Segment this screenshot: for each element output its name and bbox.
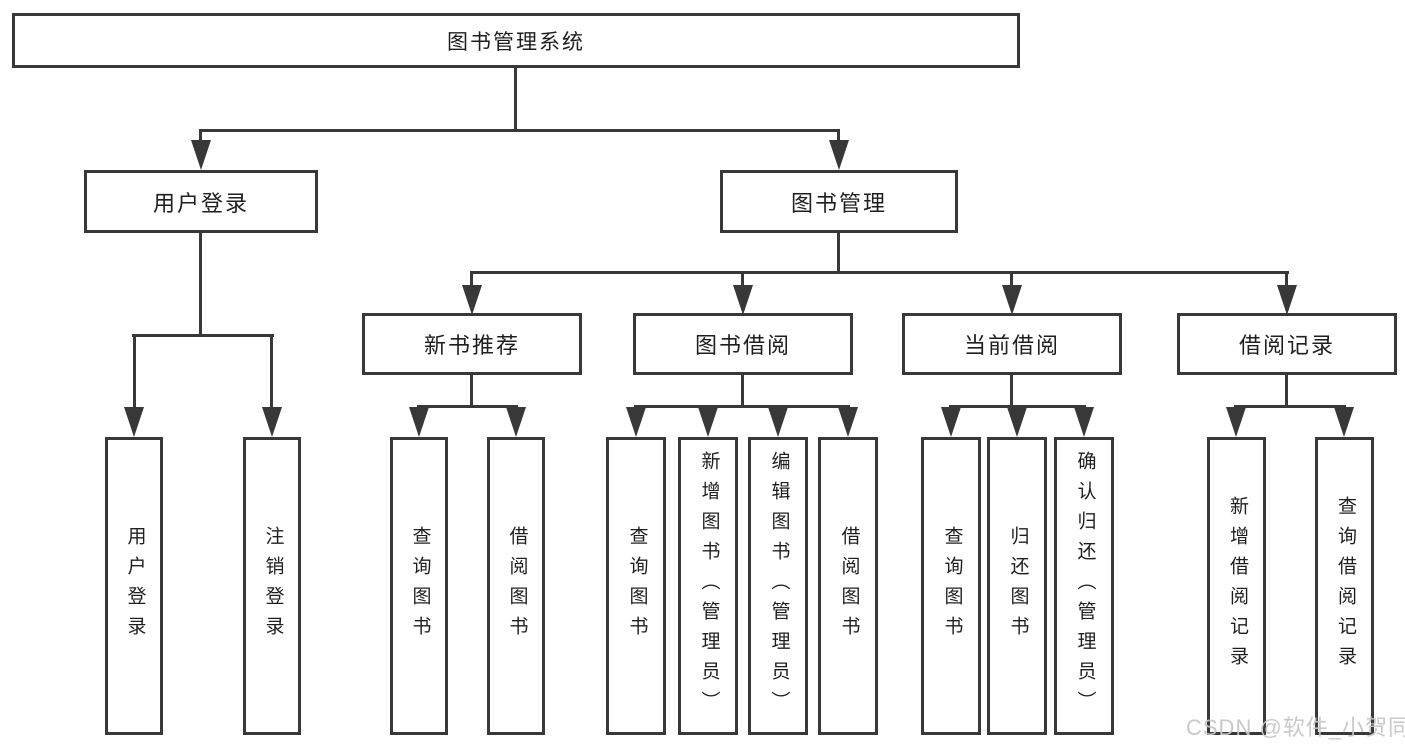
node-book-borrow: 图书借阅 [633, 313, 853, 375]
arrowhead-down [262, 407, 282, 437]
connector-stem [741, 375, 744, 408]
connector-stem [837, 233, 840, 274]
leaf-label: 新增借阅记录 [1226, 496, 1248, 676]
leaf-query-borrow-record: 查询借阅记录 [1315, 437, 1374, 735]
connector-drop [1010, 273, 1013, 288]
connector-bar [1234, 405, 1346, 408]
leaf-query-books-recommend: 查询图书 [390, 437, 448, 735]
leaf-return-books: 归还图书 [987, 437, 1047, 735]
arrowhead-down [1334, 407, 1354, 437]
node-book-management: 图书管理 [720, 170, 958, 233]
connector-stem [470, 375, 473, 408]
arrowhead-down [1007, 407, 1027, 437]
arrowhead-down [626, 407, 646, 437]
leaf-add-books-admin: 新增图书（管理员） [678, 437, 738, 735]
arrowhead-down [1074, 407, 1094, 437]
connector-drop [1285, 273, 1288, 288]
leaf-borrow-books: 借阅图书 [818, 437, 878, 735]
arrowhead-down [733, 285, 753, 315]
connector-bar [470, 271, 1289, 274]
leaf-label: 借阅图书 [838, 526, 860, 646]
node-label: 图书借阅 [694, 333, 791, 358]
node-root-library-system: 图书管理系统 [12, 13, 1020, 68]
node-borrow-records: 借阅记录 [1177, 313, 1397, 375]
arrowhead-down [698, 407, 718, 437]
leaf-label: 编辑图书（管理员） [768, 451, 790, 721]
leaf-confirm-return-admin: 确认归还（管理员） [1054, 437, 1114, 735]
arrowhead-down [829, 140, 849, 170]
leaf-label: 借阅图书 [506, 526, 528, 646]
leaf-label: 查询借阅记录 [1334, 496, 1356, 676]
connector-bar [132, 334, 274, 337]
node-label: 图书管理系统 [447, 30, 585, 54]
connector-drop [470, 273, 473, 288]
leaf-label: 查询图书 [941, 526, 963, 646]
connector-stem [514, 66, 517, 132]
node-user-login: 用户登录 [84, 170, 318, 233]
connector-stem [199, 233, 202, 337]
connector-bar [417, 405, 518, 408]
arrowhead-down [506, 407, 526, 437]
node-label: 用户登录 [152, 190, 249, 216]
leaf-add-borrow-record: 新增借阅记录 [1207, 437, 1266, 735]
arrowhead-down [941, 407, 961, 437]
leaf-user-login: 用户登录 [105, 437, 163, 735]
node-label: 借阅记录 [1238, 333, 1335, 358]
leaf-logout: 注销登录 [243, 437, 301, 735]
node-label: 图书管理 [790, 190, 887, 216]
leaf-edit-books-admin: 编辑图书（管理员） [748, 437, 808, 735]
leaf-label: 新增图书（管理员） [698, 451, 720, 721]
arrowhead-down [838, 407, 858, 437]
csdn-watermark: CSDN @软件_小贺同学 [1186, 715, 1405, 740]
connector-drop [199, 131, 202, 142]
connector-drop [270, 336, 273, 411]
node-label: 新书推荐 [423, 333, 520, 358]
arrowhead-down [768, 407, 788, 437]
connector-stem [1010, 375, 1013, 408]
leaf-label: 确认归还（管理员） [1074, 451, 1096, 721]
leaf-query-books-borrow: 查询图书 [606, 437, 666, 735]
leaf-borrow-books-recommend: 借阅图书 [487, 437, 545, 735]
arrowhead-down [124, 407, 144, 437]
node-new-book-recommend: 新书推荐 [362, 313, 582, 375]
node-current-borrow: 当前借阅 [902, 313, 1122, 375]
connector-drop [837, 131, 840, 142]
connector-drop [133, 336, 136, 411]
leaf-label: 归还图书 [1007, 526, 1029, 646]
arrowhead-down [462, 285, 482, 315]
leaf-label: 注销登录 [262, 526, 284, 646]
arrowhead-down [1226, 407, 1246, 437]
connector-bar [199, 129, 840, 132]
connector-bar [634, 405, 850, 408]
leaf-query-books-current: 查询图书 [921, 437, 981, 735]
leaf-label: 查询图书 [409, 526, 431, 646]
connector-drop [741, 273, 744, 288]
arrowhead-down [191, 140, 211, 170]
leaf-label: 查询图书 [626, 526, 648, 646]
connector-bar [949, 405, 1086, 408]
leaf-label: 用户登录 [124, 526, 146, 646]
arrowhead-down [409, 407, 429, 437]
arrowhead-down [1002, 285, 1022, 315]
node-label: 当前借阅 [963, 333, 1060, 358]
arrowhead-down [1277, 285, 1297, 315]
connector-stem [1285, 375, 1288, 408]
